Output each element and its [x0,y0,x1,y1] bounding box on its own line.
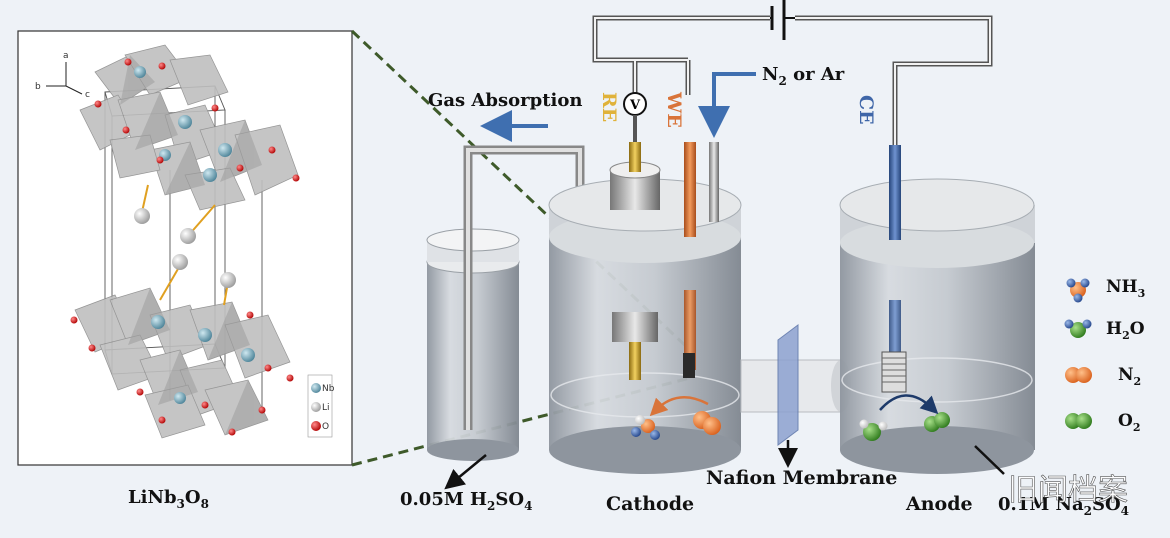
membrane-label: Nafion Membrane [706,467,897,489]
n2-icon [1065,367,1092,383]
absorber-vessel [426,145,585,461]
anode-solution-label: 0.1M Na2SO4 [998,494,1129,518]
axis-c-label: c [85,90,90,100]
h2o-label: H2O [1106,319,1145,342]
o-atoms [70,58,300,436]
o-key-icon [311,421,321,431]
li-key-label: Li [322,403,330,413]
crystal-panel: a b c [17,30,353,466]
cathode-vessel [548,142,742,474]
anode-molecules [859,394,950,441]
o2-label: O2 [1118,411,1140,434]
axes-indicator [46,62,83,95]
absorber-label: 0.05M H2SO4 [400,489,532,513]
re-label: RE [598,92,620,122]
axis-b-label: b [35,82,41,92]
nafion-membrane [777,324,799,446]
li-key-icon [311,402,321,412]
gas-in-label: N2 or Ar [762,64,845,88]
circuit-inner [594,17,991,145]
anode-label: Anode [905,493,973,515]
lower-octahedra-shade [128,288,268,435]
absorber-pointer [444,454,487,490]
watermark: 旧闻档案 [1008,473,1128,508]
anode-vessel [839,145,1035,474]
o2-icon [1065,413,1092,429]
we-label: WE [663,91,685,128]
nb-key-label: Nb [322,384,335,394]
voltmeter-label: V [629,98,641,113]
bridge [740,324,851,446]
nb-key-icon [311,383,321,393]
crystal-formula: LiNb3O8 [128,487,209,511]
nb-atoms [134,66,255,404]
n2-label: N2 [1118,365,1141,388]
molecule-legend: NH3 H2O N2 O2 [1064,277,1145,434]
nh3-icon [1066,278,1090,303]
upper-octahedra-shade [120,55,262,195]
battery-icon [770,0,795,40]
ce-label: CE [855,95,877,125]
anode-pointer [974,445,1005,475]
axis-a-label: a [63,51,69,61]
o-key-label: O [322,422,329,432]
gas-in-arrow [698,72,756,138]
nh3-label: NH3 [1106,277,1145,300]
li-atoms [134,208,236,288]
cathode-molecules [631,396,721,440]
h2o-icon [1064,319,1092,338]
cathode-label: Cathode [606,493,694,515]
element-key: Nb Li O [307,374,335,438]
gas-absorption-label: Gas Absorption [428,90,582,111]
